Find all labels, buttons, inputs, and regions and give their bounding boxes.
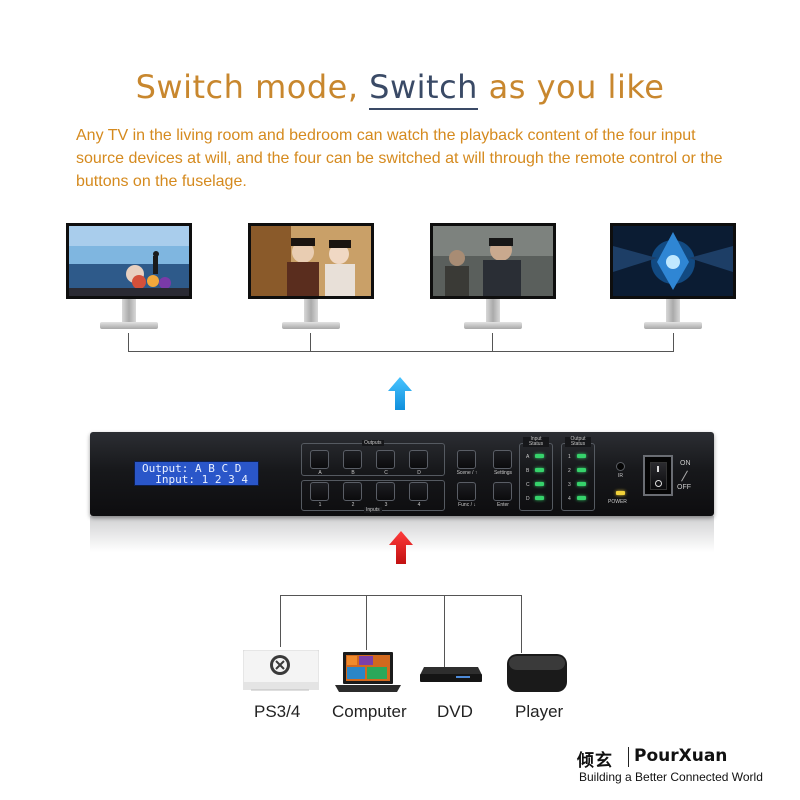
title-keyword: Switch [369,68,478,110]
source-label-computer: Computer [332,702,407,721]
tv-connector-drop-3 [492,333,493,352]
input-status-led-d [535,496,544,500]
source-connector-drop-3 [444,595,445,667]
power-label: POWER [608,499,627,505]
brand-tagline: Building a Better Connected World [579,770,763,784]
arrow-down-icon [389,531,413,564]
power-rocker-switch[interactable] [643,455,673,496]
source-connector-bus [280,595,522,596]
tv-monitor-1 [66,223,192,329]
output-status-led-4-label: 4 [568,496,571,502]
input-status-led-a-label: A [526,454,530,460]
title-part-1: Switch mode, [135,68,370,106]
input-2-button[interactable] [343,482,362,501]
tv-monitor-4 [610,223,736,329]
ir-receiver [616,462,625,471]
func-down-button[interactable] [457,482,476,501]
settings-label: Settings [493,470,513,476]
title-part-2: as you like [477,68,665,106]
power-led [616,491,625,495]
inputs-label: Inputs [364,507,382,513]
brand-logo-chinese: 倾玄 [577,751,613,771]
input-4-button[interactable] [409,482,428,501]
lcd-display: Output: A B C D Input: 1 2 3 4 [134,461,259,486]
output-status-led-2-label: 2 [568,468,571,474]
input-1-button[interactable] [310,482,329,501]
dvd-player-icon [420,667,482,682]
output-b-button[interactable] [343,450,362,469]
input-4-label: 4 [417,502,421,508]
brand-divider [628,747,629,767]
hdmi-matrix-switcher: Output: A B C D Input: 1 2 3 4 Outputs A… [90,432,714,516]
output-c-button[interactable] [376,450,395,469]
output-d-button[interactable] [409,450,428,469]
source-label-player: Player [515,702,564,721]
switch-slash [681,470,688,482]
scene-up-button[interactable] [457,450,476,469]
output-status-led-1-label: 1 [568,454,571,460]
input-status-label: Input Status [523,437,549,447]
input-1-label: 1 [318,502,322,508]
enter-label: Enter [497,502,509,508]
scene-up-label: Scene / ↑ [456,470,478,476]
enter-button[interactable] [493,482,512,501]
ir-label: IR [618,473,623,479]
source-connector-drop-1 [280,595,281,647]
source-label-dvd: DVD [437,702,473,721]
source-connector-drop-4 [521,595,522,653]
input-status-led-d-label: D [526,496,530,502]
output-d-label: D [417,470,421,476]
input-status-led-c-label: C [526,482,530,488]
description-text: Any TV in the living room and bedroom ca… [76,127,723,190]
output-status-led-1 [577,454,586,458]
input-status-led-a [535,454,544,458]
game-console-icon [243,650,319,691]
media-player-icon [507,654,567,692]
input-3-button[interactable] [376,482,395,501]
lcd-line-1: Output: A B C D [142,462,242,475]
tv-monitor-3 [430,223,556,329]
arrow-up-icon [388,377,412,410]
tv-screen-image-1 [69,226,189,296]
tv-connector-bus [128,351,674,352]
input-status-led-c [535,482,544,486]
tv-monitor-2 [248,223,374,329]
tv-connector-drop-1 [128,333,129,352]
page-title: Switch mode, Switch as you like [0,68,800,110]
output-a-button[interactable] [310,450,329,469]
output-status-led-2 [577,468,586,472]
input-status-led-b-label: B [526,468,530,474]
output-status-label: Output Status [565,437,591,447]
settings-button[interactable] [493,450,512,469]
tv-connector-drop-4 [673,333,674,352]
output-status-led-3 [577,482,586,486]
lcd-line-2: Input: 1 2 3 4 [142,473,248,486]
output-a-label: A [318,470,322,476]
off-label: OFF [677,484,691,491]
on-label: ON [680,460,691,467]
output-status-led-3-label: 3 [568,482,571,488]
tv-screen-image-2 [251,226,371,296]
input-2-label: 2 [351,502,355,508]
source-connector-drop-2 [366,595,367,650]
output-b-label: B [351,470,355,476]
tv-screen-image-4 [613,226,733,296]
tv-connector-drop-2 [310,333,311,352]
input-3-label: 3 [384,502,388,508]
source-label-ps3: PS3/4 [254,702,301,721]
tv-screen-image-3 [433,226,553,296]
brand-name: PourXuan [634,746,728,766]
output-status-led-4 [577,496,586,500]
func-down-label: Func / ↓ [458,502,476,508]
output-c-label: C [384,470,388,476]
input-status-led-b [535,468,544,472]
outputs-label: Outputs [362,440,384,446]
laptop-icon [335,652,401,692]
